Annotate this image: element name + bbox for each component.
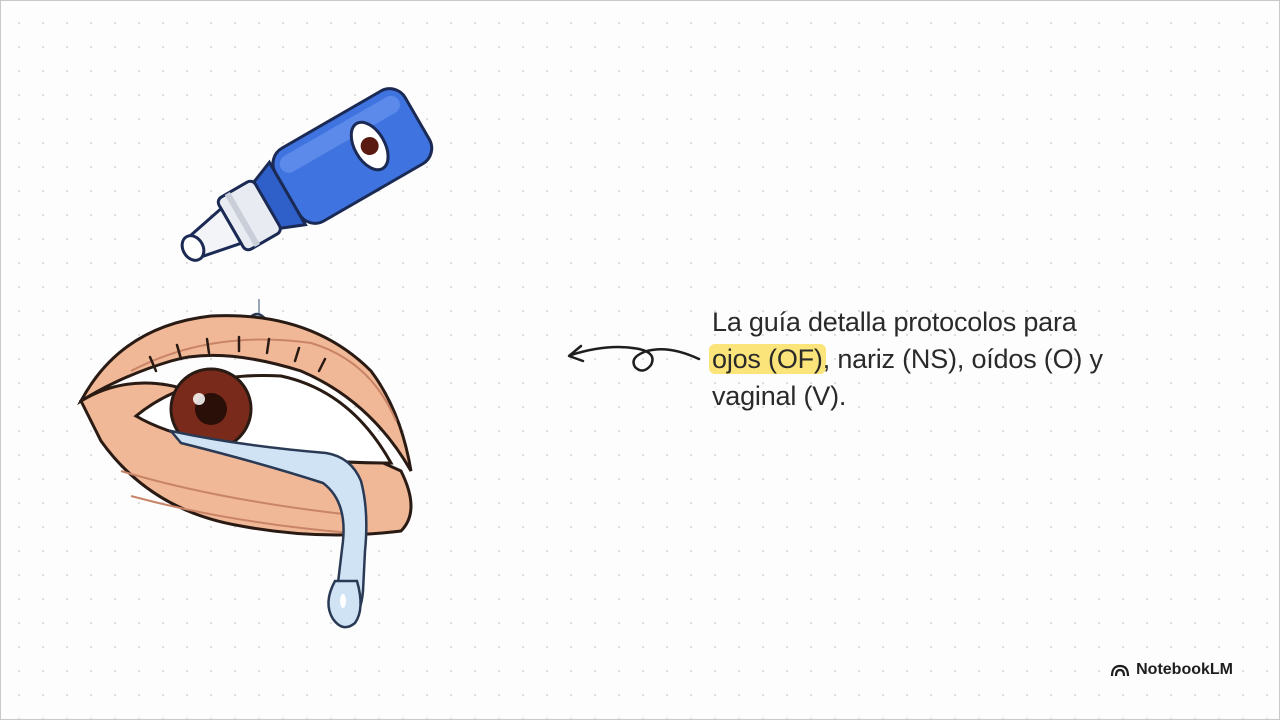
highlight-ojos: ojos (OF): [709, 344, 826, 374]
eye-drop-illustration: [77, 87, 434, 629]
curly-arrow-icon: [567, 344, 701, 372]
brand-name: NotebookLM: [1136, 661, 1233, 678]
caption-text: La guía detalla protocolos para ojos (OF…: [709, 304, 1212, 415]
caption-line-2-rest: , nariz (NS), oídos (O) y: [822, 344, 1103, 374]
caption-line-2: ojos (OF), nariz (NS), oídos (O) y: [709, 341, 1212, 378]
brand-watermark: NotebookLM: [1110, 661, 1233, 679]
notebooklm-logo-icon: [1111, 664, 1130, 677]
eyedrop-bottle-icon: [180, 87, 434, 262]
eye-icon: [77, 314, 413, 629]
caption-line-1: La guía detalla protocolos para: [712, 307, 1077, 337]
caption-line-3: vaginal (V).: [712, 381, 847, 411]
